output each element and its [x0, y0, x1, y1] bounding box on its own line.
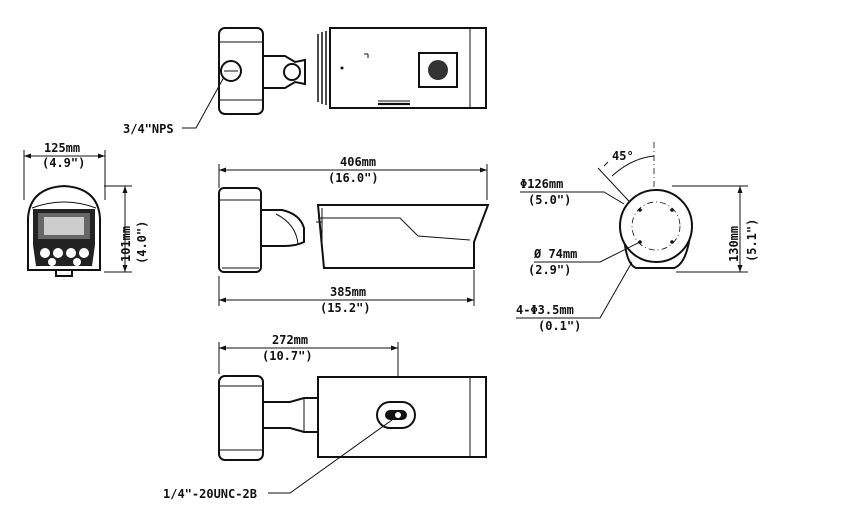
- hole-circle-in: (2.9"): [528, 263, 571, 277]
- npt-thread-label: 3/4"NPS: [123, 122, 174, 136]
- front-width-in: (4.9"): [42, 156, 85, 170]
- npt-leader: [182, 76, 225, 129]
- base-view: 45° Φ126mm (5.0") Ø 74mm (2.9") 4-Φ3.5mm…: [516, 142, 759, 333]
- front-height-mm: 101mm: [119, 226, 133, 262]
- holes-leader: [516, 261, 633, 319]
- side-view-arm: [260, 209, 305, 247]
- hole-circle-mm: Ø 74mm: [533, 247, 577, 261]
- top-view: 3/4"NPS: [123, 27, 487, 136]
- front-width-mm: 125mm: [44, 141, 80, 155]
- bottom-view: 272mm (10.7") 1/4"-20UNC-2B: [163, 333, 487, 501]
- tripod-thread-label: 1/4"-20UNC-2B: [163, 487, 257, 501]
- front-view: 125mm (4.9") 101mm (4.0"): [23, 141, 149, 277]
- base-height-in: (5.1"): [745, 219, 759, 262]
- mount-dist-mm: 272mm: [272, 333, 308, 347]
- side-view-mount-box: [218, 187, 262, 273]
- base-dia-leader: [520, 191, 625, 205]
- base-circle: [619, 189, 693, 263]
- body-length-in: (15.2"): [320, 301, 371, 315]
- hole-circle-leader: [534, 241, 641, 263]
- side-view: 406mm (16.0") 385mm (15.2"): [218, 155, 490, 315]
- body-length-mm: 385mm: [330, 285, 366, 299]
- top-view-fins: [317, 30, 331, 106]
- base-dia-in: (5.0"): [528, 193, 571, 207]
- angle-label: 45°: [612, 149, 634, 163]
- total-length-mm: 406mm: [340, 155, 376, 169]
- holes-in: (0.1"): [538, 319, 581, 333]
- tripod-leader: [268, 419, 393, 494]
- front-height-in: (4.0"): [135, 221, 149, 264]
- hole-circle: [631, 201, 681, 251]
- total-length-in: (16.0"): [328, 171, 379, 185]
- side-view-body: [316, 204, 490, 269]
- bottom-view-arm: [262, 397, 319, 433]
- base-dia-mm: Φ126mm: [520, 177, 563, 191]
- top-view-body: [329, 27, 487, 109]
- holes-mm: 4-Φ3.5mm: [516, 303, 574, 317]
- base-height-mm: 130mm: [727, 226, 741, 262]
- mount-dist-in: (10.7"): [262, 349, 313, 363]
- bottom-view-mount-box: [218, 375, 264, 461]
